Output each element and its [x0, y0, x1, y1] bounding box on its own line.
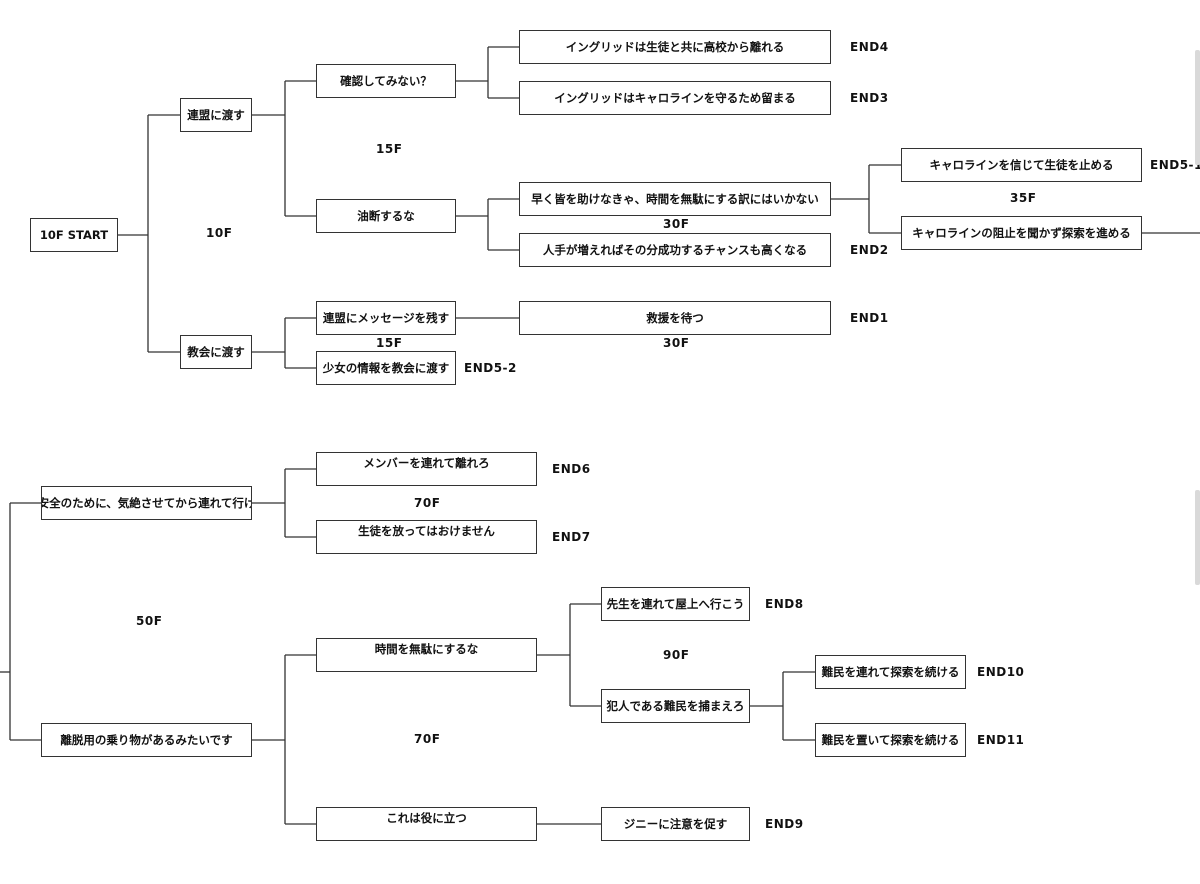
node-label: 確認してみない？ — [340, 74, 432, 88]
node-label: イングリッドは生徒と共に高校から離れる — [565, 40, 785, 54]
node-leave-refugee: 難民を置いて探索を続ける — [815, 723, 966, 757]
node-refugee-continue: 難民を連れて探索を続ける — [815, 655, 966, 689]
node-label: 人手が増えればその分成功するチャンスも高くなる — [542, 243, 808, 257]
node-label: これは役に立つ — [386, 811, 467, 825]
node-leave-members: メンバーを連れて離れろ — [316, 452, 537, 486]
node-vehicle: 離脱用の乗り物があるみたいです — [41, 723, 252, 757]
node-label: メンバーを連れて離れろ — [363, 456, 490, 470]
node-catch-refugee: 犯人である難民を捕まえろ — [601, 689, 750, 723]
ending-label: END6 — [552, 462, 591, 476]
floor-label: 10F — [206, 226, 233, 240]
node-to-church: 教会に渡す — [180, 335, 252, 369]
node-more-people: 人手が増えればその分成功するチャンスも高くなる — [519, 233, 831, 267]
edge-scroll-mark — [1195, 490, 1200, 585]
node-label: キャロラインの阻止を聞かず探索を進める — [912, 226, 1131, 240]
node-useful: これは役に立つ — [316, 807, 537, 841]
edge-scroll-mark — [1195, 50, 1200, 165]
floor-label: 70F — [414, 496, 441, 510]
node-label: 早く皆を助けなきゃ、時間を無駄にする訳にはいかない — [531, 192, 819, 206]
node-knock-out: 安全のために、気絶させてから連れて行け — [41, 486, 252, 520]
node-start: 10F START — [30, 218, 118, 252]
node-label: 連盟にメッセージを残す — [322, 311, 450, 325]
node-label: 教会に渡す — [187, 345, 245, 359]
floor-label: 30F — [663, 217, 690, 231]
floor-label: 35F — [1010, 191, 1037, 205]
node-label: 犯人である難民を捕まえろ — [606, 699, 745, 713]
ending-label: END8 — [765, 597, 804, 611]
node-label: 連盟に渡す — [187, 108, 245, 122]
floor-label: 70F — [414, 732, 441, 746]
node-help-all: 早く皆を助けなきゃ、時間を無駄にする訳にはいかない — [519, 182, 831, 216]
node-label: 難民を置いて探索を続ける — [821, 733, 960, 747]
node-label: 生徒を放ってはおけません — [358, 524, 495, 538]
node-label: 離脱用の乗り物があるみたいです — [60, 733, 233, 747]
node-ingrid-leave: イングリッドは生徒と共に高校から離れる — [519, 30, 831, 64]
ending-label: END1 — [850, 311, 889, 325]
node-careful: 油断するな — [316, 199, 456, 233]
node-label: 難民を連れて探索を続ける — [821, 665, 960, 679]
node-trust-caroline: キャロラインを信じて生徒を止める — [901, 148, 1142, 182]
node-check: 確認してみない？ — [316, 64, 456, 98]
ending-label: END11 — [977, 733, 1025, 747]
node-dont-waste: 時間を無駄にするな — [316, 638, 537, 672]
ending-label: END4 — [850, 40, 889, 54]
floor-label: 90F — [663, 648, 690, 662]
node-cant-leave-students: 生徒を放ってはおけません — [316, 520, 537, 554]
ending-label: END5-1 — [1150, 158, 1200, 172]
node-label: 安全のために、気絶させてから連れて行け — [41, 496, 252, 510]
node-ingrid-stay: イングリッドはキャロラインを守るため留まる — [519, 81, 831, 115]
floor-label: 50F — [136, 614, 163, 628]
ending-label: END5-2 — [464, 361, 517, 375]
node-label: 油断するな — [357, 209, 415, 223]
floor-label: 15F — [376, 336, 403, 350]
node-label: イングリッドはキャロラインを守るため留まる — [554, 91, 796, 105]
ending-label: END7 — [552, 530, 591, 544]
ending-label: END10 — [977, 665, 1025, 679]
floor-label: 15F — [376, 142, 403, 156]
ending-label: END2 — [850, 243, 889, 257]
node-to-alliance: 連盟に渡す — [180, 98, 252, 132]
node-label: 少女の情報を教会に渡す — [322, 361, 450, 375]
node-label: キャロラインを信じて生徒を止める — [929, 158, 1114, 172]
node-label: 10F START — [39, 228, 109, 242]
node-label: 救援を待つ — [646, 311, 704, 325]
node-girl-info: 少女の情報を教会に渡す — [316, 351, 456, 385]
node-leave-message: 連盟にメッセージを残す — [316, 301, 456, 335]
node-warn-jinny: ジニーに注意を促す — [601, 807, 750, 841]
node-label: 時間を無駄にするな — [374, 642, 479, 656]
ending-label: END3 — [850, 91, 889, 105]
node-label: 先生を連れて屋上へ行こう — [606, 597, 745, 611]
node-ignore-caroline: キャロラインの阻止を聞かず探索を進める — [901, 216, 1142, 250]
node-teacher-roof: 先生を連れて屋上へ行こう — [601, 587, 750, 621]
floor-label: 30F — [663, 336, 690, 350]
node-wait-rescue: 救援を待つ — [519, 301, 831, 335]
node-label: ジニーに注意を促す — [623, 817, 728, 831]
ending-label: END9 — [765, 817, 804, 831]
